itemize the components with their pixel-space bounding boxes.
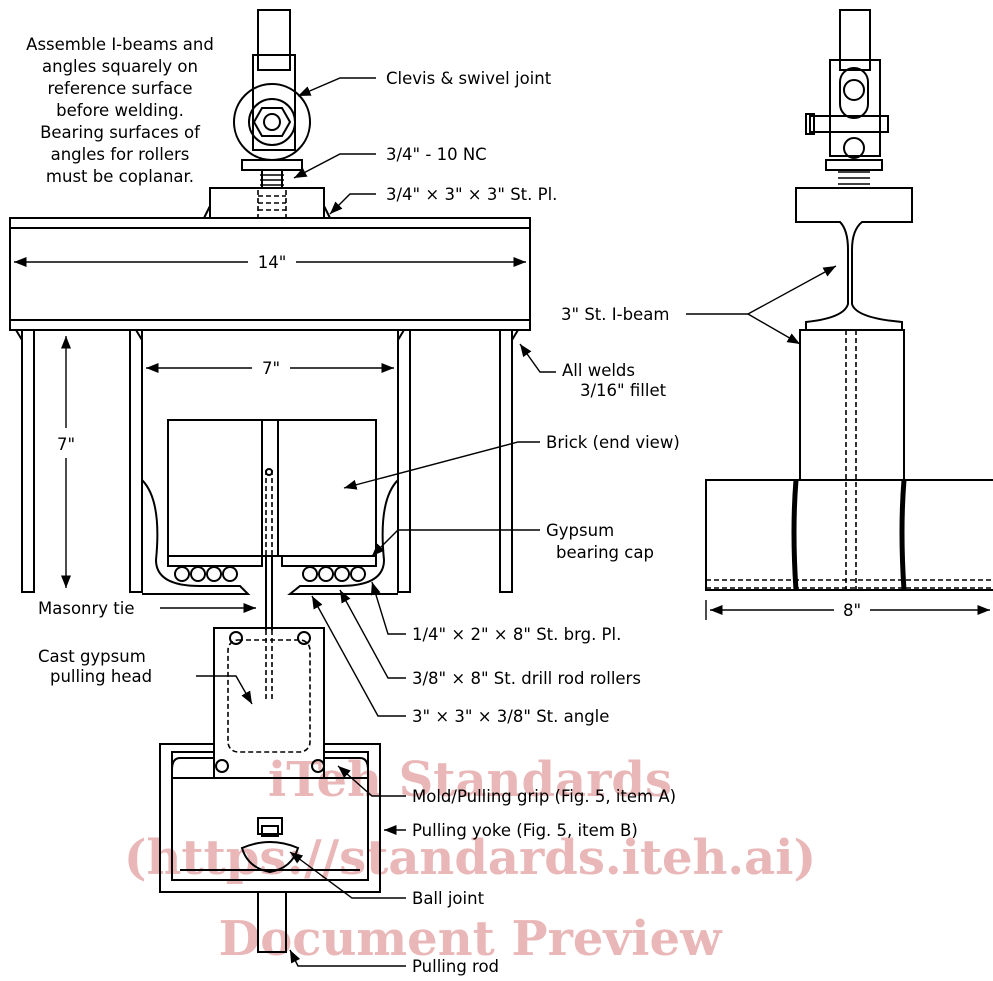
watermark-line-1: iTeh Standards [268,752,672,808]
clevis [252,54,296,151]
label-thread: 3/4" - 10 NC [386,145,487,164]
right-inner-leg [397,329,411,593]
top-rod [257,9,291,71]
left-angle [141,479,251,595]
right-outer-leg [499,329,513,593]
dim-7-in-height: 7" [57,435,75,454]
watermark-line-2: (https://standards.iteh.ai) [124,830,816,886]
dim-14-in: 14" [258,253,287,272]
label-ibeam: 3" St. I-beam [561,305,669,324]
note-line: Bearing surfaces of [40,123,201,142]
label-brg-plate: 1/4" × 2" × 8" St. brg. Pl. [412,625,621,644]
label-tie: Masonry tie [38,599,135,618]
side-brick [705,479,993,591]
right-angle [287,479,399,595]
label-welds-2: 3/16" fillet [580,381,667,400]
note-line: Assemble I-beams and [26,35,214,54]
note-line: reference surface [47,79,192,98]
pulling-yoke [159,743,381,893]
label-pull-head-1: Cast gypsum [38,647,146,666]
label-brick: Brick (end view) [546,433,680,452]
label-pull-head-2: pulling head [50,667,152,686]
label-rollers: 3/8" × 8" St. drill rod rollers [412,669,641,688]
label-welds-1: All welds [562,361,635,380]
i-beam-top [9,217,531,331]
side-bolt [809,115,889,133]
leader-lines [160,77,837,967]
front-view: 14" 7" 7" [9,9,531,953]
side-clevis [829,59,881,157]
left-inner-leg [129,329,143,593]
label-plate: 3/4" × 3" × 3" St. Pl. [386,185,557,204]
ball-joint [240,817,300,874]
dim-8-in: 8" [843,601,861,620]
label-rod: Pulling rod [412,957,499,976]
rollers [174,566,366,582]
dim-7-in-width: 7" [262,359,280,378]
label-mold: Mold/Pulling grip (Fig. 5, item A) [412,787,676,806]
side-view: 8" [705,9,993,620]
notes-block: Assemble I-beams and angles squarely on … [26,35,214,186]
label-yoke: Pulling yoke (Fig. 5, item B) [412,821,638,840]
mold-grip [171,757,369,779]
label-angle: 3" × 3" × 3/8" St. angle [412,707,609,726]
label-gypsum-1: Gypsum [546,521,614,540]
hex-nut [252,107,292,137]
bearing-plate-left [167,555,263,567]
washer [241,159,303,171]
label-gypsum-2: bearing cap [556,543,654,562]
note-line: angles squarely on [42,57,198,76]
watermark-line-3: Document Preview [219,911,723,967]
side-top-rod [839,9,871,71]
side-i-beam [795,187,913,331]
note-line: angles for rollers [51,145,190,164]
note-line: must be coplanar. [46,167,194,186]
label-clevis: Clevis & swivel joint [386,69,552,88]
label-ball: Ball joint [412,889,485,908]
left-outer-leg [21,329,35,593]
bearing-plate-right [281,555,377,567]
note-line: before welding. [56,101,184,120]
watermark: iTeh Standards (https://standards.iteh.a… [124,752,816,967]
pulling-rod [257,891,287,953]
